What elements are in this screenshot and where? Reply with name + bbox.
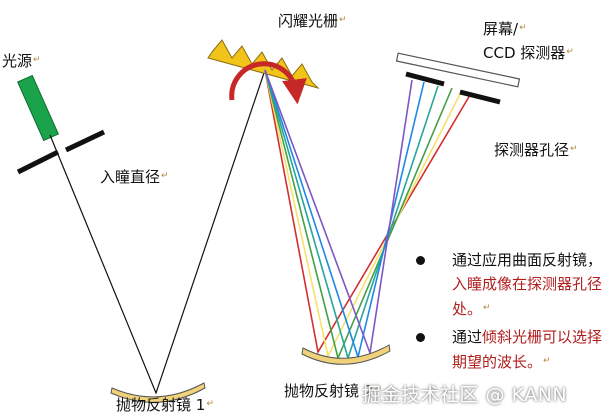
detector-aperture-left-blade: [405, 71, 445, 87]
bullet-icon: [416, 333, 425, 342]
note-text-black: 通过: [452, 328, 483, 346]
entrance-pupil-label: 入瞳直径↵: [100, 168, 169, 186]
spectral-ray: [264, 69, 471, 355]
notes-list: 通过应用曲面反射镜，入瞳成像在探测器孔径处。↵ 通过倾斜光栅可以选择期望的波长。…: [416, 248, 615, 378]
spectral-ray: [264, 69, 439, 361]
entrance-pupil-right-blade: [64, 129, 106, 153]
watermark: 掘金技术社区 @ KANN: [362, 384, 568, 406]
note-text-red: 倾斜光栅可以选择期望的波长。: [452, 328, 603, 371]
spectral-ray: [264, 69, 413, 357]
parabolic-mirror-1: [110, 382, 206, 403]
screen-label-line1: 屏幕/↵: [483, 20, 527, 38]
parabolic-mirror-2: [301, 344, 391, 365]
screen-label-line2: CCD 探测器↵: [483, 44, 574, 62]
note-text-red: 入瞳成像在探测器孔径处。: [452, 275, 603, 318]
light-source-label: 光源↵: [2, 52, 41, 70]
input-beam: [49, 69, 266, 395]
light-source: [17, 74, 59, 142]
mirror1-label: 抛物反射镜 1↵: [116, 396, 214, 414]
detector-aperture-label: 探测器孔径↵: [494, 141, 578, 159]
grating-rotation-arrow: [229, 61, 307, 105]
note-text-black: 通过应用曲面反射镜，: [452, 251, 603, 269]
bullet-icon: [416, 256, 425, 265]
detector-aperture-right-blade: [459, 89, 501, 105]
ccd-screen: [395, 52, 521, 88]
note-item: 通过应用曲面反射镜，入瞳成像在探测器孔径处。↵: [416, 248, 615, 321]
mirror2-label: 抛物反射镜 2↵: [284, 382, 382, 400]
note-item: 通过倾斜光栅可以选择期望的波长。↵: [416, 325, 615, 374]
grating-label: 闪耀光栅↵: [278, 12, 347, 30]
entrance-pupil-left-blade: [16, 149, 60, 175]
spectral-ray: [264, 69, 462, 359]
